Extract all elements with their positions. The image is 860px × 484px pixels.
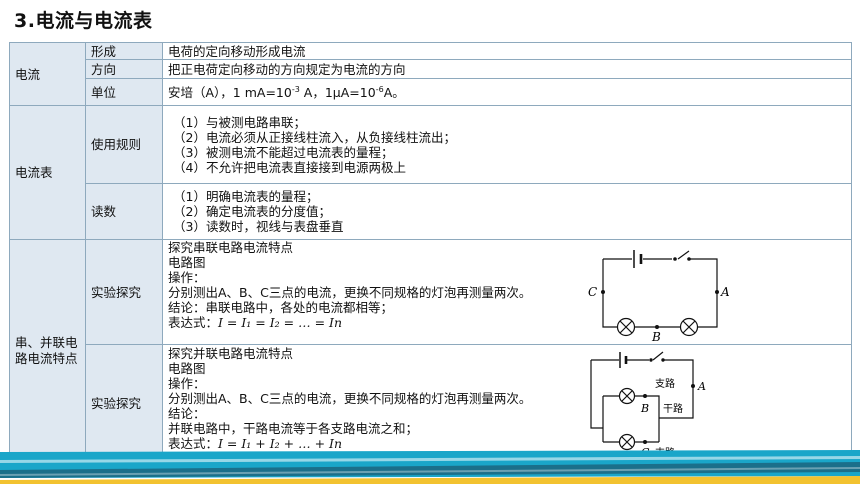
reading-line-1: （1）明确电流表的量程； (173, 189, 319, 204)
sub-series-experiment: 实验探究 (85, 239, 163, 345)
series-circuit-diagram: C A B (585, 245, 737, 344)
reading-line-3: （3）读数时，视线与表盘垂直 (173, 219, 344, 234)
parallel-label-trunk: 干路 (663, 402, 683, 415)
summary-table: 电流 形成 电荷的定向移动形成电流 方向 把正电荷定向移动的方向规定为电流的方向… (9, 42, 852, 463)
unit-exp-milli: -3 (291, 84, 300, 94)
category-circuits: 串、并联电路电流特点 (9, 239, 86, 463)
series-formula-expression: I = I₁ = I₂ = … = In (218, 315, 343, 330)
series-label-b: B (651, 330, 661, 341)
series-line-1: 探究串联电路电流特点 (168, 240, 294, 255)
parallel-label-branch-1: 支路 (655, 377, 675, 390)
series-label-c: C (588, 285, 597, 299)
value-usage-rules: （1）与被测电路串联； （2）电流必须从正接线柱流入，从负接线柱流出； （3）被… (162, 105, 852, 184)
series-line-3: 操作： (168, 270, 206, 285)
table-row: 方向 把正电荷定向移动的方向规定为电流的方向 (10, 59, 852, 79)
parallel-line-5: 结论： (168, 406, 206, 421)
table-row: 实验探究 探究并联电路电流特点 电路图 操作： 分别测出A、B、C三点的电流，更… (10, 344, 852, 463)
value-unit: 安培（A），1 mA=10-3 A，1μA=10-6A。 (162, 78, 852, 106)
parallel-label-b: B (640, 402, 649, 415)
usage-line-2: （2）电流必须从正接线柱流入，从负接线柱流出； (173, 129, 456, 145)
sub-parallel-experiment: 实验探究 (85, 344, 163, 463)
parallel-line-3: 操作： (168, 376, 206, 391)
series-label-a: A (720, 285, 730, 299)
page-title: 3.电流与电流表 (14, 10, 153, 32)
sub-usage-rules: 使用规则 (85, 105, 163, 184)
usage-line-1: （1）与被测电路串联； (173, 114, 306, 130)
bottom-band-svg (0, 450, 860, 484)
series-line-2: 电路图 (168, 255, 206, 270)
series-circuit-svg: C A B (588, 250, 730, 344)
parallel-formula-label: 表达式： (168, 436, 219, 451)
usage-line-3: （3）被测电流不能超过电流表的量程； (173, 144, 394, 160)
value-series-experiment: 探究串联电路电流特点 电路图 操作： 分别测出A、B、C三点的电流，更换不同规格… (162, 239, 852, 345)
sub-unit: 单位 (85, 78, 163, 106)
unit-exp-micro: -6 (375, 84, 384, 94)
sub-direction: 方向 (85, 59, 163, 79)
sub-reading: 读数 (85, 183, 163, 240)
unit-text-pre: 安培（A），1 mA=10 (168, 84, 292, 100)
bottom-decorative-band (0, 446, 860, 484)
series-formula: 表达式：I = I₁ = I₂ = … = In (168, 315, 846, 330)
parallel-line-2: 电路图 (168, 361, 206, 376)
table-row: 单位 安培（A），1 mA=10-3 A，1μA=10-6A。 (10, 78, 852, 106)
reading-line-2: （2）确定电流表的分度值； (173, 204, 331, 219)
parallel-line-4: 分别测出A、B、C三点的电流，更换不同规格的灯泡再测量两次。 (168, 391, 532, 406)
unit-text-mid: A，1μA=10 (299, 84, 376, 100)
parallel-circuit-diagram: A B C 支路 干路 支路 (585, 350, 713, 459)
table-row: 串、并联电路电流特点 实验探究 探究串联电路电流特点 电路图 操作： 分别测出A… (9, 239, 852, 463)
parallel-line-1: 探究并联电路电流特点 (168, 346, 294, 361)
parallel-formula: 表达式：I = I₁ + I₂ + … + In (168, 436, 846, 451)
unit-text-post: A。 (383, 84, 405, 100)
usage-line-4: （4）不允许把电流表直接接到电源两极上 (173, 159, 406, 175)
series-formula-label: 表达式： (168, 315, 219, 330)
category-current: 电流 (9, 42, 86, 106)
table-row: 电流 形成 电荷的定向移动形成电流 (9, 42, 852, 106)
category-ammeter: 电流表 (9, 105, 86, 240)
table-row: 读数 （1）明确电流表的量程； （2）确定电流表的分度值； （3）读数时，视线与… (10, 183, 852, 240)
value-parallel-experiment: 探究并联电路电流特点 电路图 操作： 分别测出A、B、C三点的电流，更换不同规格… (162, 344, 852, 463)
parallel-label-a: A (697, 380, 706, 393)
sub-formation: 形成 (85, 42, 163, 60)
parallel-line-6: 并联电路中，干路电流等于各支路电流之和； (168, 421, 419, 436)
value-direction: 把正电荷定向移动的方向规定为电流的方向 (162, 59, 852, 79)
parallel-formula-expression: I = I₁ + I₂ + … + In (218, 436, 343, 451)
series-line-5: 结论：串联电路中，各处的电流都相等； (168, 300, 394, 315)
table-row: 电流表 使用规则 （1）与被测电路串联； （2）电流必须从正接线柱流入，从负接线… (9, 105, 852, 240)
value-formation: 电荷的定向移动形成电流 (162, 42, 852, 60)
value-reading: （1）明确电流表的量程； （2）确定电流表的分度值； （3）读数时，视线与表盘垂… (162, 183, 852, 240)
series-line-4: 分别测出A、B、C三点的电流，更换不同规格的灯泡再测量两次。 (168, 285, 532, 300)
